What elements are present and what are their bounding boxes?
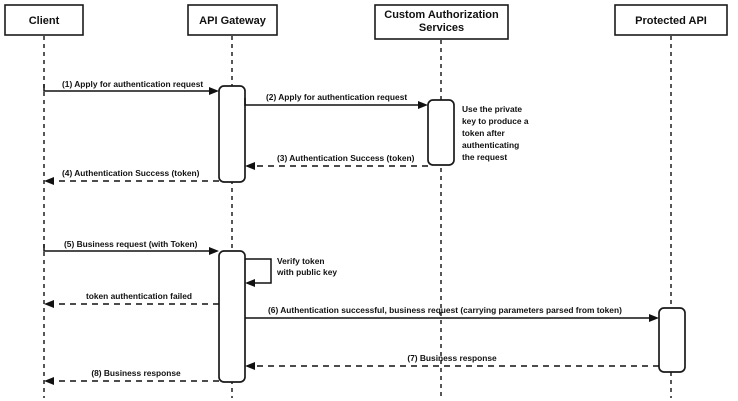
note-private-key-line-3: token after (462, 128, 506, 138)
activation-gateway-business (218, 250, 246, 383)
message-5-business-request-with-token[interactable]: (5) Business request (with Token) (43, 239, 219, 255)
arrowhead-message-6 (649, 314, 659, 322)
message-5-label: (5) Business request (with Token) (64, 239, 198, 249)
arrowhead-message-7 (245, 362, 255, 370)
arrowhead-message-4 (44, 177, 54, 185)
note-private-key: Use the private key to produce a token a… (462, 104, 529, 162)
participant-label-api-gateway: API Gateway (199, 15, 267, 27)
message-1-label: (1) Apply for authentication request (62, 79, 203, 89)
participant-client[interactable]: Client (4, 4, 84, 36)
message-token-authentication-failed[interactable]: token authentication failed (44, 291, 219, 308)
note-private-key-line-1: Use the private (462, 104, 522, 114)
message-token-authentication-failed-label: token authentication failed (86, 291, 192, 301)
message-1-apply-for-authentication-request[interactable]: (1) Apply for authentication request (43, 79, 219, 95)
activation-gateway-auth (218, 85, 246, 183)
note-private-key-line-4: authenticating (462, 140, 519, 150)
message-4-label: (4) Authentication Success (token) (62, 168, 200, 178)
self-message-verify-token-label-line1: Verify token (277, 256, 324, 266)
arrowhead-message-2 (418, 101, 428, 109)
message-2-label: (2) Apply for authentication request (266, 92, 407, 102)
arrowhead-token-authentication-failed (44, 300, 54, 308)
message-7-business-response[interactable]: (7) Business response (245, 353, 659, 370)
message-2-apply-for-authentication-request[interactable]: (2) Apply for authentication request (244, 92, 428, 109)
self-message-verify-token-label-line2: with public key (276, 267, 337, 277)
participant-protected-api[interactable]: Protected API (614, 4, 728, 36)
arrowhead-message-8 (44, 377, 54, 385)
message-3-label: (3) Authentication Success (token) (277, 153, 415, 163)
arrowhead-message-5 (209, 247, 219, 255)
arrowhead-self-message-verify-token (245, 279, 255, 287)
self-message-verify-token[interactable]: Verify token with public key (245, 256, 337, 287)
message-3-authentication-success-token[interactable]: (3) Authentication Success (token) (245, 153, 428, 170)
message-6-label: (6) Authentication successful, business … (268, 305, 622, 315)
message-8-label: (8) Business response (91, 368, 181, 378)
activation-protected-api-business (658, 307, 686, 373)
message-6-authentication-successful-business-request[interactable]: (6) Authentication successful, business … (245, 305, 659, 322)
message-4-authentication-success-token[interactable]: (4) Authentication Success (token) (44, 168, 219, 185)
note-private-key-line-2: key to produce a (462, 116, 529, 126)
participant-api-gateway[interactable]: API Gateway (187, 4, 278, 36)
activation-authsvc-auth (427, 99, 455, 166)
participant-label-authsvc-line1: Custom Authorization (384, 9, 499, 21)
participant-label-client: Client (29, 15, 60, 27)
note-private-key-line-5: the request (462, 152, 507, 162)
participant-label-protected-api: Protected API (635, 15, 707, 27)
participant-custom-authorization-services[interactable]: Custom Authorization Services (374, 4, 509, 40)
arrowhead-message-1 (209, 87, 219, 95)
message-8-business-response[interactable]: (8) Business response (44, 368, 219, 385)
message-7-label: (7) Business response (407, 353, 497, 363)
participant-label-authsvc-line2: Services (419, 22, 464, 34)
arrowhead-message-3 (245, 162, 255, 170)
